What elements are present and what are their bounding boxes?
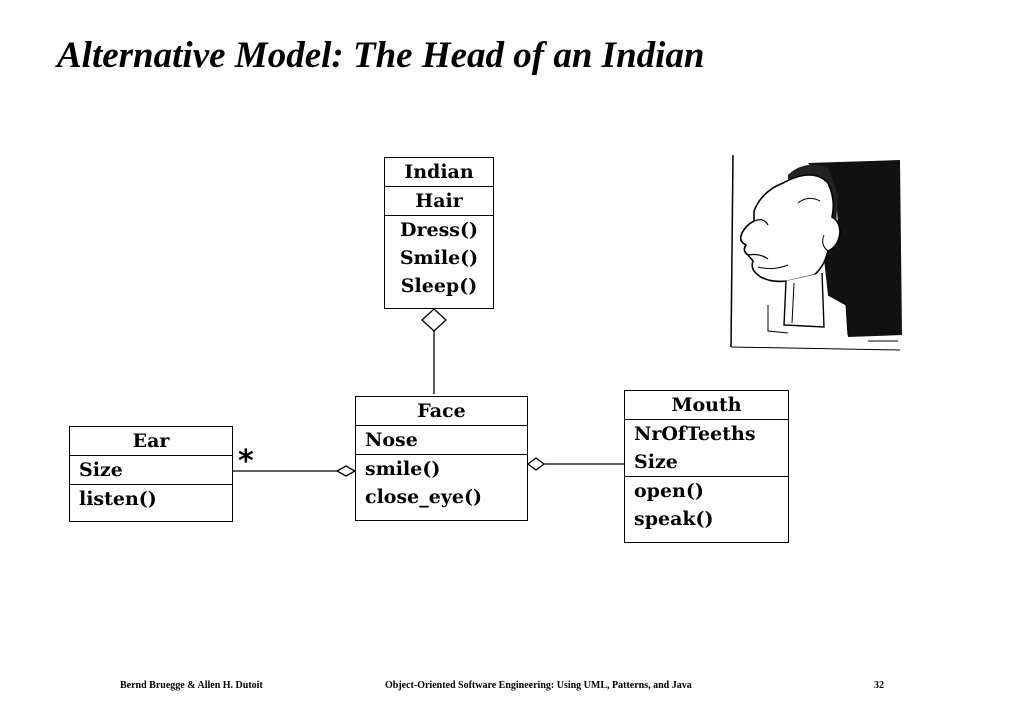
class-face-attribute: Nose <box>365 429 418 451</box>
class-mouth: Mouth NrOfTeeths Size open() speak() <box>624 390 789 543</box>
class-indian-operation: Smile() <box>399 247 479 269</box>
class-face-attributes: Nose <box>356 426 527 455</box>
class-mouth-attribute: Size <box>634 451 678 473</box>
footer-page-number: 32 <box>874 680 884 691</box>
class-mouth-operations: open() speak() <box>625 477 788 533</box>
class-face: Face Nose smile() close_eye() <box>355 396 528 521</box>
aggregation-diamond-indian <box>421 308 447 332</box>
footer-authors: Bernd Bruegge & Allen H. Dutoit <box>120 680 263 691</box>
class-mouth-operation: speak() <box>634 508 714 530</box>
class-mouth-attribute: NrOfTeeths <box>634 423 756 445</box>
multiplicity-label: * <box>238 444 254 479</box>
class-indian-operation: Sleep() <box>400 275 478 297</box>
indian-head-sketch-icon <box>730 155 902 351</box>
class-ear-name-section: Ear <box>70 427 232 456</box>
class-face-name-section: Face <box>356 397 527 426</box>
class-indian-name: Indian <box>404 161 474 183</box>
aggregation-diamond-mouth <box>526 457 546 471</box>
class-mouth-attributes: NrOfTeeths Size <box>625 420 788 477</box>
class-face-operation: smile() <box>365 458 441 480</box>
class-indian-attributes: Hair <box>385 187 493 216</box>
class-ear-operations: listen() <box>70 485 232 513</box>
class-indian-operation: Dress() <box>400 219 478 241</box>
footer-book-title: Object-Oriented Software Engineering: Us… <box>385 680 692 691</box>
class-ear: Ear Size listen() <box>69 426 233 522</box>
aggregation-diamond-ear <box>335 465 357 477</box>
class-ear-name: Ear <box>132 430 170 452</box>
class-ear-operation: listen() <box>79 488 157 510</box>
class-face-name: Face <box>417 400 466 422</box>
class-face-operation: close_eye() <box>365 486 482 508</box>
class-ear-attribute: Size <box>79 459 123 481</box>
slide-title: Alternative Model: The Head of an Indian <box>57 35 705 76</box>
class-indian-attribute: Hair <box>415 190 463 212</box>
class-mouth-operation: open() <box>634 480 704 502</box>
class-indian-name-section: Indian <box>385 158 493 187</box>
class-mouth-name-section: Mouth <box>625 391 788 420</box>
class-indian-operations: Dress() Smile() Sleep() <box>385 216 493 300</box>
class-mouth-name: Mouth <box>671 394 742 416</box>
class-ear-attributes: Size <box>70 456 232 485</box>
class-indian: Indian Hair Dress() Smile() Sleep() <box>384 157 494 309</box>
class-face-operations: smile() close_eye() <box>356 455 527 511</box>
